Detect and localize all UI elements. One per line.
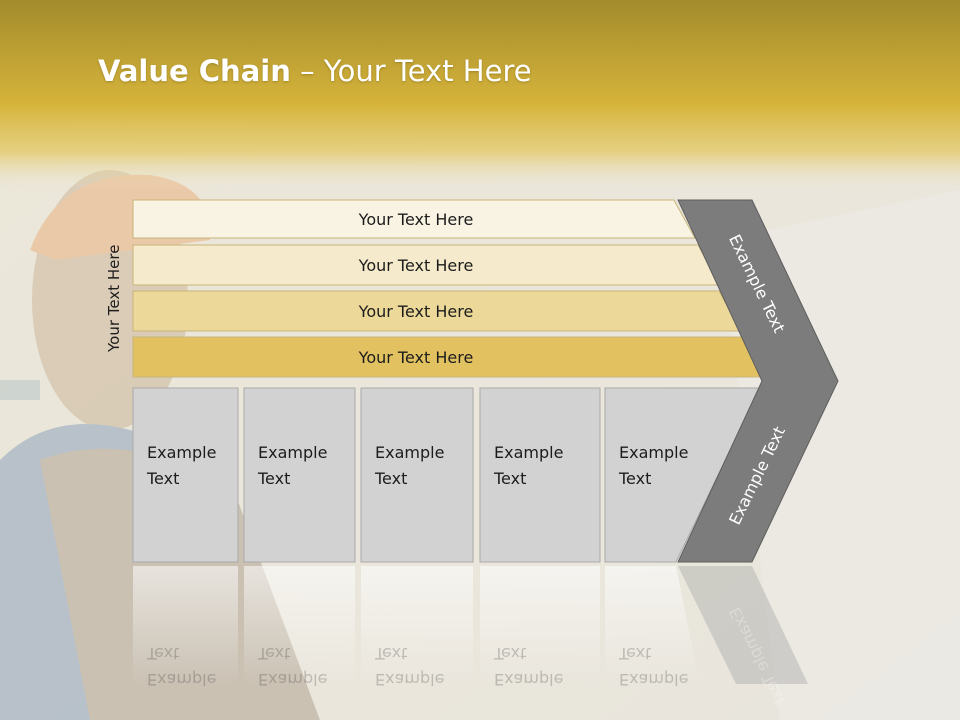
- column-label-line1: Example: [147, 443, 216, 462]
- column-reflection: [480, 566, 600, 686]
- column-label-line2: Text: [146, 469, 179, 488]
- column-reflection: [244, 566, 355, 686]
- chevron-reflection: [678, 566, 808, 684]
- column-text-reflection: Example Text: [618, 644, 688, 689]
- value-row-label: Your Text Here: [358, 302, 474, 321]
- reflected-line1: Example: [494, 670, 563, 689]
- reflected-line2: Text: [618, 644, 651, 663]
- column-text-reflection: Example Text: [374, 644, 444, 689]
- reflected-line1: Example: [619, 670, 688, 689]
- column-label-line2: Text: [493, 469, 526, 488]
- reflected-line2: Text: [374, 644, 407, 663]
- column-text-reflection: Example Text: [257, 644, 327, 689]
- column-text-reflection: Example Text: [146, 644, 216, 689]
- activity-column-5: [604, 387, 761, 563]
- column-label-line2: Text: [374, 469, 407, 488]
- activity-column-3: [360, 387, 474, 563]
- value-row-label: Your Text Here: [358, 210, 474, 229]
- column-reflection: [361, 566, 473, 686]
- reflected-line1: Example: [147, 670, 216, 689]
- reflected-line1: Example: [258, 670, 327, 689]
- reflected-line1: Example: [375, 670, 444, 689]
- activity-column-1: [132, 387, 239, 563]
- activity-column-2: [243, 387, 356, 563]
- title-rest: – Your Text Here: [290, 54, 532, 88]
- title-bold: Value Chain: [98, 54, 291, 88]
- reflected-line2: Text: [146, 644, 179, 663]
- reflected-line2: Text: [493, 644, 526, 663]
- column-reflection: [133, 566, 238, 686]
- column-label-line1: Example: [258, 443, 327, 462]
- margin-chevron: [677, 199, 839, 563]
- column-reflection: [605, 566, 700, 686]
- value-row-label: Your Text Here: [358, 256, 474, 275]
- column-text-reflection: Example Text: [493, 644, 563, 689]
- column-label-line2: Text: [257, 469, 290, 488]
- column-label-line1: Example: [494, 443, 563, 462]
- slide-title: Value Chain – Your Text Here: [98, 54, 532, 88]
- value-row-label: Your Text Here: [358, 348, 474, 367]
- activity-column-4: [479, 387, 601, 563]
- reflected-line2: Text: [257, 644, 290, 663]
- value-row-1: [132, 199, 696, 239]
- column-label-line2: Text: [618, 469, 651, 488]
- column-label-line1: Example: [619, 443, 688, 462]
- column-label-line1: Example: [375, 443, 444, 462]
